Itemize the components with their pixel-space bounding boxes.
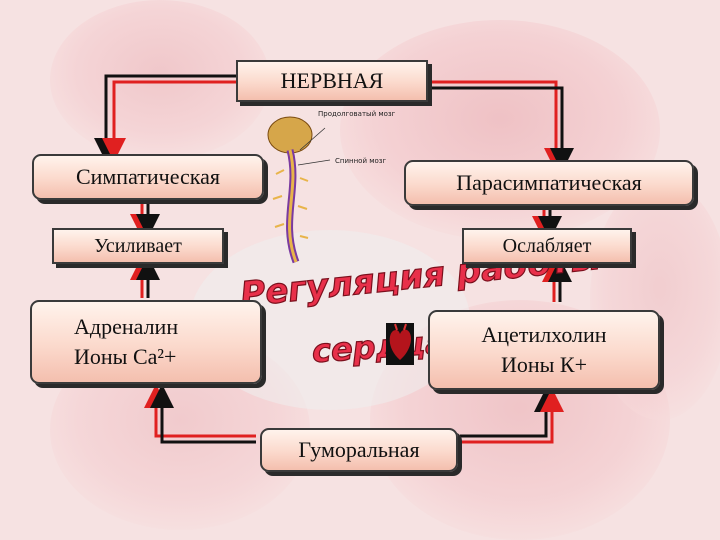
potassium-label: Ионы К+ — [500, 352, 588, 377]
humoral-to-adrenaline-line — [144, 384, 256, 444]
spinal-label: Спинной мозг — [335, 157, 387, 165]
nervous-to-sympathetic-line — [94, 74, 236, 162]
nervous-to-parasympathetic-line — [430, 80, 574, 172]
acetylcholine-box: Ацетилхолин Ионы К+ — [428, 310, 660, 390]
sympathetic-label: Симпатическая — [75, 164, 221, 189]
sympathetic-to-enhances-line — [130, 202, 160, 238]
adrenaline-label: Адреналин — [74, 314, 179, 339]
weakens-label: Ослабляет — [502, 234, 592, 257]
nervous-label: НЕРВНАЯ — [280, 68, 384, 93]
adrenaline-box: Адреналин Ионы Ca²+ — [30, 300, 262, 384]
brain-label: Продолговатый мозг — [318, 110, 396, 118]
humoral-label: Гуморальная — [298, 437, 420, 462]
adrenaline-to-enhances-line — [130, 256, 160, 298]
weakens-box: Ослабляет — [462, 228, 632, 264]
calcium-label: Ионы Ca²+ — [74, 344, 177, 369]
enhances-label: Усиливает — [94, 234, 182, 257]
sympathetic-box: Симпатическая — [32, 154, 264, 200]
parasympathetic-label: Парасимпатическая — [456, 170, 642, 195]
humoral-to-acetylcholine-line — [460, 388, 564, 444]
nervous-system-figure: Продолговатый мозг Спинной мозг — [267, 110, 396, 264]
humoral-box: Гуморальная — [260, 428, 458, 472]
parasympathetic-to-weakens-line — [532, 206, 562, 240]
acetylcholine-to-weakens-line — [542, 258, 572, 302]
nervous-box: НЕРВНАЯ — [236, 60, 428, 102]
heart-icon — [386, 323, 414, 365]
parasympathetic-box: Парасимпатическая — [404, 160, 694, 206]
acetylcholine-label: Ацетилхолин — [481, 322, 607, 347]
enhances-box: Усиливает — [52, 228, 224, 264]
